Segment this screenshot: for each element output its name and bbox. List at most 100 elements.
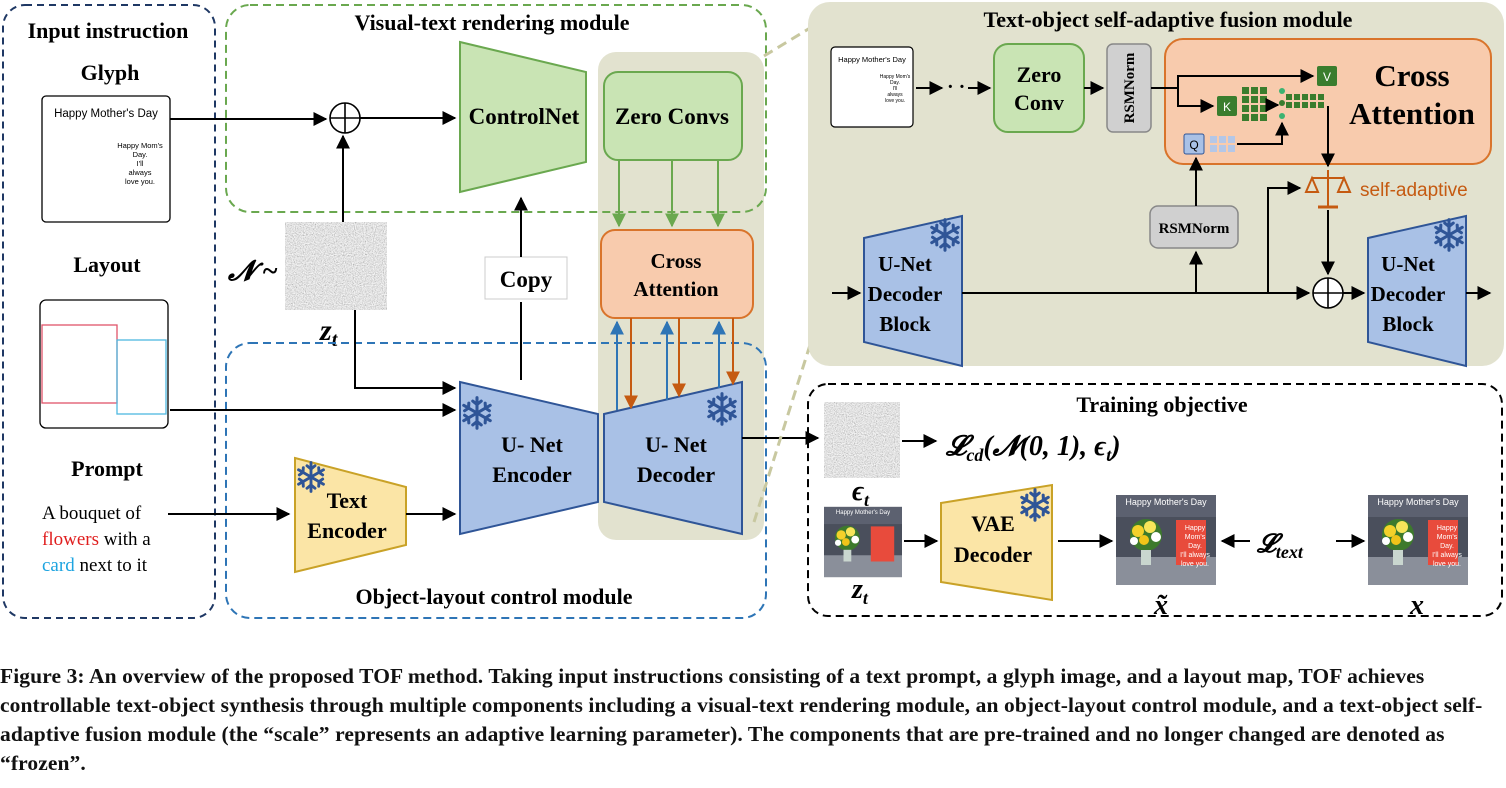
prompt-label: Prompt	[71, 456, 143, 481]
glyph-card-line: love you.	[125, 177, 155, 186]
noise-image	[285, 222, 387, 310]
svg-text:I'll: I'll	[893, 86, 898, 92]
glyph-title-text: Happy Mother's Day	[54, 108, 158, 120]
svg-text:love you.: love you.	[1181, 561, 1209, 568]
svg-text:U-Net: U-Net	[1381, 252, 1435, 276]
text-encoder-line2: Encoder	[307, 518, 387, 543]
k-label: K	[1223, 100, 1231, 114]
v-token-icon	[1317, 66, 1337, 86]
fusion-cross-attention-line2: Attention	[1349, 96, 1475, 131]
value-matrix-icon	[1286, 94, 1324, 108]
svg-text:Decoder: Decoder	[1371, 282, 1446, 306]
svg-text:Happy: Happy	[1185, 525, 1206, 532]
zero-conv-block	[993, 43, 1085, 133]
unet-decoder-line1: U- Net	[645, 432, 707, 457]
attn-decoder-arrows	[610, 318, 740, 410]
rsmnorm-label: RSMNorm	[1159, 221, 1230, 237]
svg-text:love you.: love you.	[885, 98, 905, 104]
layout-box-card	[116, 339, 167, 415]
vae-decoder-block	[940, 483, 1053, 602]
noise-distribution-label: 𝓝 ~	[227, 256, 278, 287]
glyph-card-line: I'll	[137, 159, 144, 168]
svg-text:Day.: Day.	[1188, 543, 1202, 550]
unet-decoder-block-left	[863, 214, 963, 368]
fusion-module-title: Text-object self-adaptive fusion module	[984, 7, 1353, 32]
prompt-text: A bouquet of flowers with a card next to…	[42, 503, 151, 576]
loss-text-box	[1254, 525, 1334, 559]
copy-label: Copy	[500, 267, 553, 292]
zt-label: zt	[319, 314, 339, 351]
prompt-line-2-rest: with a	[99, 529, 151, 550]
fusion-glyph-image: Happy Mother's Day Happy Mom's Day. I'll…	[830, 46, 914, 128]
svg-text:love you.: love you.	[1433, 561, 1461, 568]
svg-text:Day.: Day.	[1440, 543, 1454, 550]
key-matrix-icon	[1242, 87, 1267, 121]
vae-decoder-line1: VAE	[971, 511, 1015, 536]
svg-text:flowers with a: flowers with a	[42, 529, 151, 550]
cross-attention-line1: Cross	[651, 249, 702, 273]
training-objective-border	[807, 383, 1503, 617]
zoom-connector	[763, 26, 811, 58]
attention-dots-icon	[1279, 88, 1285, 119]
svg-text:Block: Block	[879, 312, 931, 336]
training-objective-title: Training objective	[1076, 392, 1248, 417]
svg-text:Happy Mother's Day: Happy Mother's Day	[1377, 497, 1459, 507]
object-layout-module-border	[225, 342, 767, 619]
zero-conv-line2: Conv	[1014, 90, 1064, 115]
k-token-icon	[1217, 96, 1237, 116]
query-matrix-icon	[1210, 136, 1235, 152]
training-objective-panel: Training objective ϵt 𝓛cd(𝓝(0, 1), ϵt) H…	[807, 383, 1503, 621]
layout-map	[39, 299, 169, 429]
controlnet-block	[459, 40, 587, 194]
scale-balance-icon	[1304, 170, 1352, 209]
svg-text:Block: Block	[1382, 312, 1434, 336]
glyph-label: Glyph	[81, 60, 140, 85]
fusion-cross-attention-line1: Cross	[1374, 58, 1449, 93]
input-instruction-panel: Input instruction Glyph Happy Mother's D…	[2, 4, 216, 619]
q-label: Q	[1189, 138, 1198, 152]
svg-text:Happy Mother's Day: Happy Mother's Day	[836, 510, 890, 516]
controlnet-label: ControlNet	[469, 104, 580, 129]
rsmnorm-block	[1149, 205, 1239, 249]
svg-text:I'll always: I'll always	[1432, 552, 1462, 559]
input-panel-border	[2, 4, 216, 619]
unet-decoder-block-right	[1367, 214, 1467, 368]
figure-caption: Figure 3: An overview of the proposed TO…	[0, 664, 1483, 775]
fusion-arrows	[832, 69, 1492, 300]
svg-text:U-Net: U-Net	[878, 252, 932, 276]
zero-conv-line1: Zero	[1017, 62, 1062, 87]
unet-encoder-block	[459, 380, 599, 536]
x-label: x	[1409, 590, 1424, 621]
object-layout-module-title: Object-layout control module	[355, 584, 632, 609]
zt-training-label: zt	[851, 574, 869, 608]
epsilon-noise-image	[824, 402, 900, 478]
layout-label: Layout	[73, 252, 141, 277]
cross-attention-line2: Attention	[633, 277, 718, 301]
visual-text-rendering-module: Visual-text rendering module ControlNet …	[225, 4, 767, 213]
visual-text-module-title: Visual-text rendering module	[355, 10, 630, 35]
training-arrows	[902, 434, 1366, 548]
prompt-line-3-rest: next to it	[75, 555, 148, 576]
unet-encoder-line2: Encoder	[492, 462, 572, 487]
left-arrows	[168, 111, 820, 521]
x-ground-truth-image: Happy Mother's Day Happy Mom's Day. I'll…	[1368, 495, 1468, 585]
q-token-icon	[1183, 133, 1205, 155]
text-encoder-block	[294, 456, 407, 574]
svg-text:Happy Mom's: Happy Mom's	[880, 74, 911, 80]
loss-cd-box	[940, 423, 1178, 463]
glyph-card-line: always	[129, 168, 152, 177]
self-adaptive-fusion-module: Text-object self-adaptive fusion module …	[808, 2, 1504, 368]
svg-text:Happy: Happy	[1437, 525, 1458, 532]
text-encoder-line1: Text	[327, 488, 368, 513]
self-adaptive-label: self-adaptive	[1360, 180, 1468, 201]
prompt-word-card: card	[42, 555, 75, 576]
svg-text:Day.: Day.	[890, 80, 900, 86]
unet-decoder-line2: Decoder	[637, 462, 715, 487]
zero-conv-to-attn-arrows	[612, 160, 725, 228]
zero-convs-label: Zero Convs	[615, 104, 729, 129]
unet-decoder-block	[603, 380, 743, 536]
loss-cd-formula: 𝓛cd(𝓝(0, 1), ϵt)	[945, 431, 1121, 465]
vae-decoder-line2: Decoder	[954, 542, 1032, 567]
epsilon-label: ϵt	[852, 476, 870, 510]
copy-box	[484, 256, 568, 300]
